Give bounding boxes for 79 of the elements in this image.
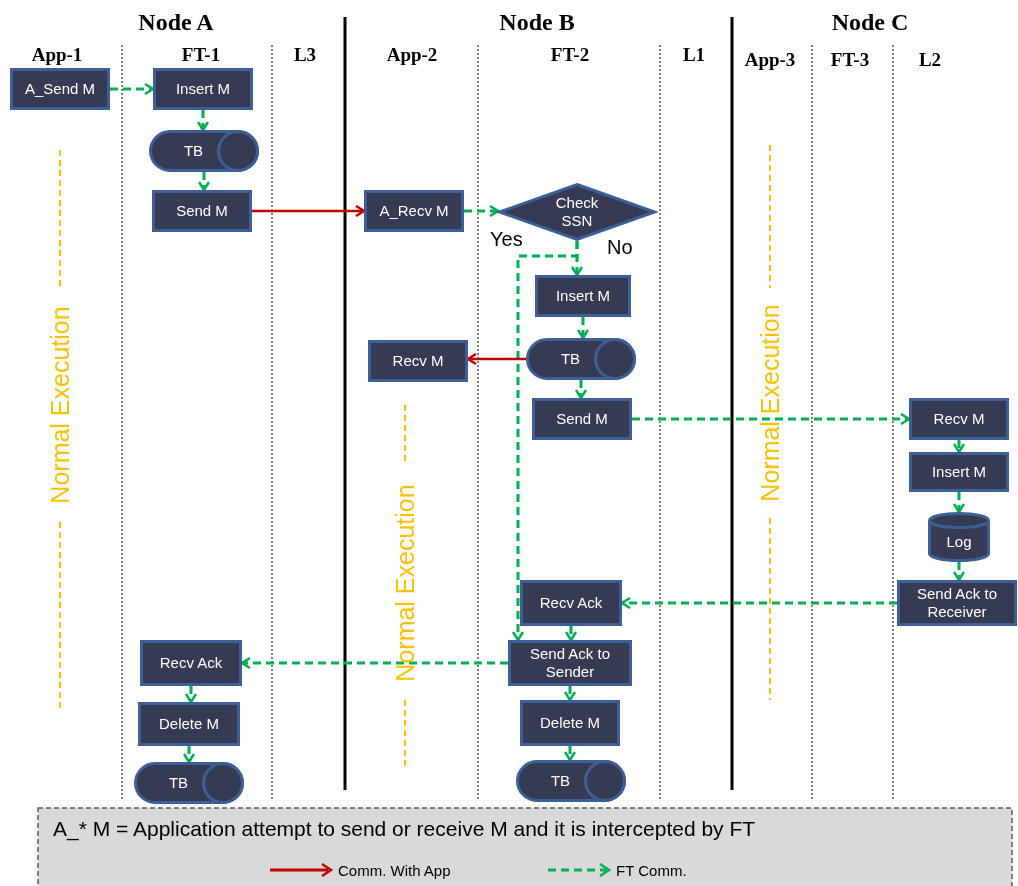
node-label: Log [946, 533, 972, 551]
arrow [620, 596, 897, 610]
process-box [909, 398, 1009, 440]
process-box [897, 580, 1017, 626]
lane-heading: L3 [293, 44, 317, 66]
storage-cylinder [149, 130, 259, 172]
lane-heading: FT-2 [550, 44, 590, 66]
arrow [952, 492, 966, 514]
node-label: Send Ack to Receiver [915, 585, 999, 621]
phase-label: Normal Execution [45, 306, 75, 504]
arrow [564, 626, 578, 642]
legend-label: FT Comm. [616, 861, 687, 879]
process-box [368, 340, 468, 382]
process-box [364, 190, 464, 232]
lane-heading: FT-1 [181, 44, 221, 66]
arrow [197, 172, 211, 192]
lane-heading: FT-3 [830, 49, 870, 71]
node-label: TB [168, 774, 189, 792]
lane-heading: L1 [682, 44, 706, 66]
phase-label: Normal Execution [755, 304, 785, 502]
node-label: Insert M [931, 463, 987, 481]
node-label: Delete M [159, 715, 219, 733]
node-label: Send M [556, 410, 608, 428]
arrow [574, 380, 588, 400]
arrow [240, 656, 508, 670]
lane-heading: L2 [918, 49, 942, 71]
node-label: Insert M [555, 287, 611, 305]
node-label: TB [560, 350, 581, 368]
arrow [466, 352, 526, 366]
arrow [952, 562, 966, 582]
process-box [153, 68, 253, 110]
arrow [184, 686, 198, 704]
node-label: Recv Ack [539, 594, 603, 612]
arrow [110, 82, 155, 96]
process-box [532, 398, 632, 440]
process-box [152, 190, 252, 232]
node-heading: Node B [499, 8, 575, 36]
process-box [535, 275, 631, 317]
arrow [576, 317, 590, 340]
node-heading: Node A [138, 8, 214, 36]
arrow [182, 746, 196, 764]
node-label: Send Ack to Sender [528, 645, 612, 681]
process-box [909, 452, 1009, 492]
node-label: Delete M [540, 714, 600, 732]
process-box [508, 640, 632, 686]
node-label: Insert M [175, 80, 231, 98]
node-heading: Node C [831, 8, 909, 36]
node-label: TB [183, 142, 204, 160]
arrow [464, 204, 500, 218]
node-label: Recv M [933, 410, 985, 428]
arrow [632, 412, 911, 426]
node-label: A_Send M [24, 80, 95, 98]
phase-label: Normal Execution [390, 484, 420, 682]
process-box [140, 640, 242, 686]
process-box [520, 700, 620, 746]
note-text: A_* M = Application attempt to send or receive M and it is intercepted by FT [53, 817, 756, 841]
process-box [520, 580, 622, 626]
legend-label: Comm. With App [338, 861, 451, 879]
arrow [563, 746, 577, 762]
storage-cylinder [516, 760, 626, 802]
arrow [952, 440, 966, 454]
node-label: Check SSN [554, 194, 600, 230]
storage-cylinder [526, 338, 636, 380]
arrow [511, 241, 579, 642]
node-label: Recv M [392, 352, 444, 370]
lane-heading: App-2 [386, 44, 438, 66]
process-box [138, 702, 240, 746]
node-label: A_Recv M [379, 202, 449, 220]
node-label: TB [550, 772, 571, 790]
log-cylinder [928, 512, 990, 562]
arrow [196, 110, 210, 132]
process-box [10, 68, 110, 110]
lane-heading: App-3 [744, 49, 796, 71]
arrow [252, 204, 366, 218]
storage-cylinder [134, 762, 244, 804]
arrow [563, 686, 577, 702]
node-label: Recv Ack [159, 654, 223, 672]
lane-heading: App-1 [31, 44, 83, 66]
node-label: Send M [176, 202, 228, 220]
